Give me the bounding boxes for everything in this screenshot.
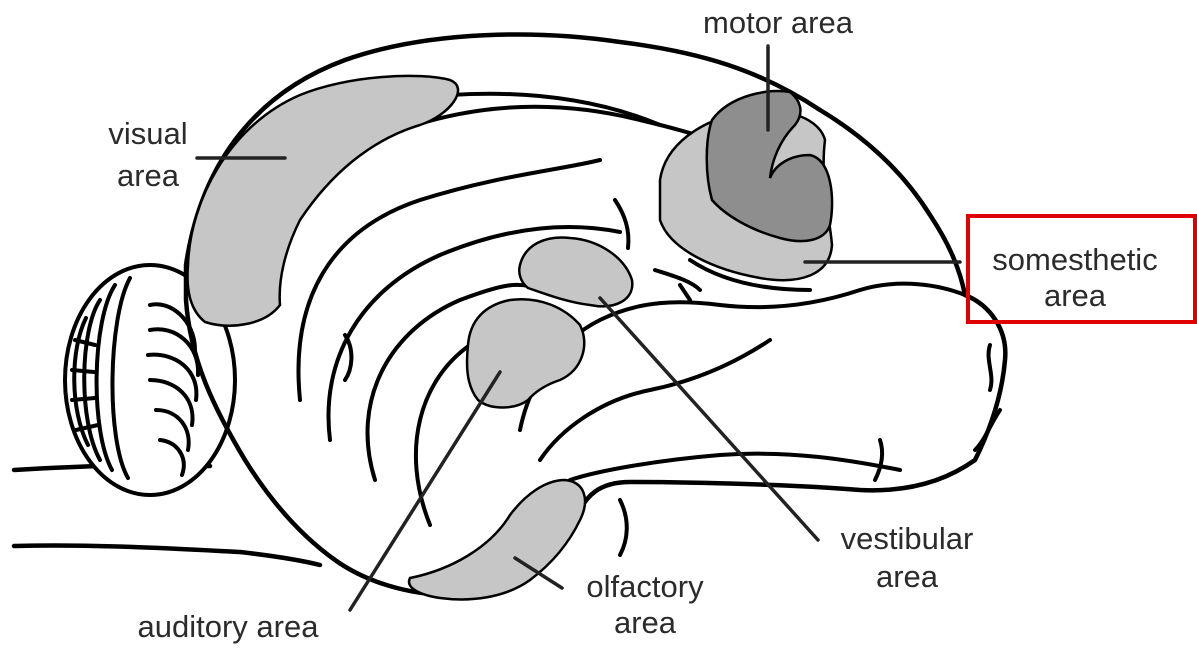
olfactory-area-label-line2: area (614, 605, 677, 640)
vestibular-area-label-line1: vestibular (841, 521, 974, 556)
somesthetic-area-label-line2: area (1044, 278, 1107, 313)
vestibular-area-label-line2: area (876, 559, 939, 594)
functional-areas (188, 76, 833, 600)
visual-area-label-line1: visual (108, 116, 187, 151)
motor-area-label: motor area (703, 5, 854, 40)
vestibular-area-region (519, 237, 632, 306)
vestibular-leader (600, 298, 818, 540)
visual-area-label-line2: area (117, 158, 180, 193)
somesthetic-area-label-line1: somesthetic (992, 242, 1157, 277)
olfactory-area-label-line1: olfactory (586, 569, 704, 604)
olfactory-area-region (409, 480, 585, 599)
auditory-area-label: auditory area (138, 609, 320, 644)
auditory-area-region (467, 299, 584, 407)
